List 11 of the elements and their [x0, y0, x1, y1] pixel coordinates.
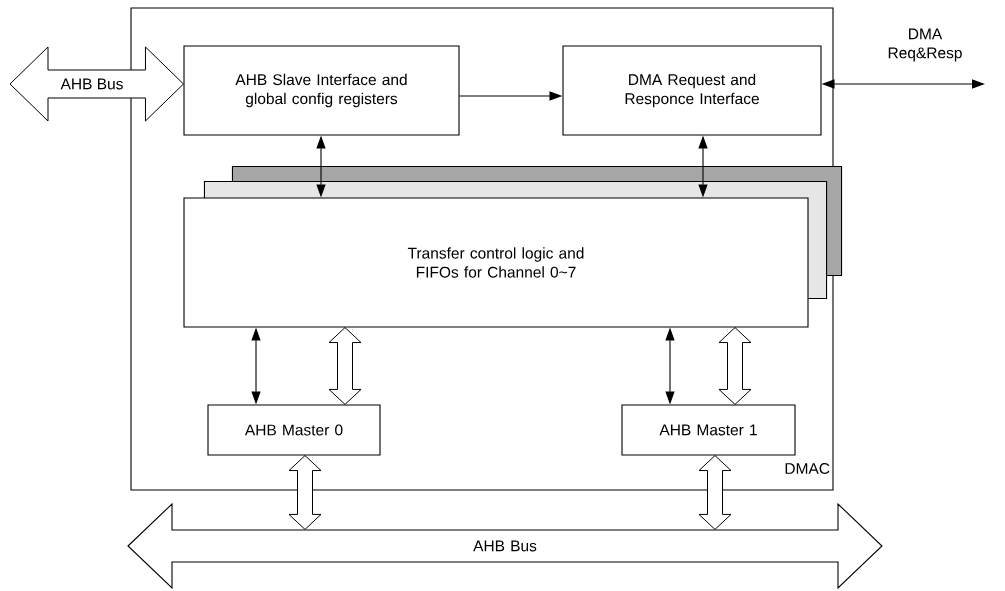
block-box: DMA Request and Responce Interface — [562, 45, 822, 136]
block-box: AHB Master 1 — [621, 404, 796, 456]
block-arrow — [9, 46, 184, 122]
stacked-boxes: Transfer control logic and FIFOs for Channel 0~7 — [183, 165, 843, 328]
block-arrow — [718, 327, 752, 405]
block-arrow — [328, 327, 362, 405]
block-arrow — [288, 455, 322, 530]
block-arrow — [698, 455, 732, 530]
edge-label: DMA Req&Resp — [879, 27, 971, 63]
block-box: AHB Master 0 — [207, 404, 381, 456]
block-box: AHB Slave Interface and global config registers — [183, 45, 460, 136]
